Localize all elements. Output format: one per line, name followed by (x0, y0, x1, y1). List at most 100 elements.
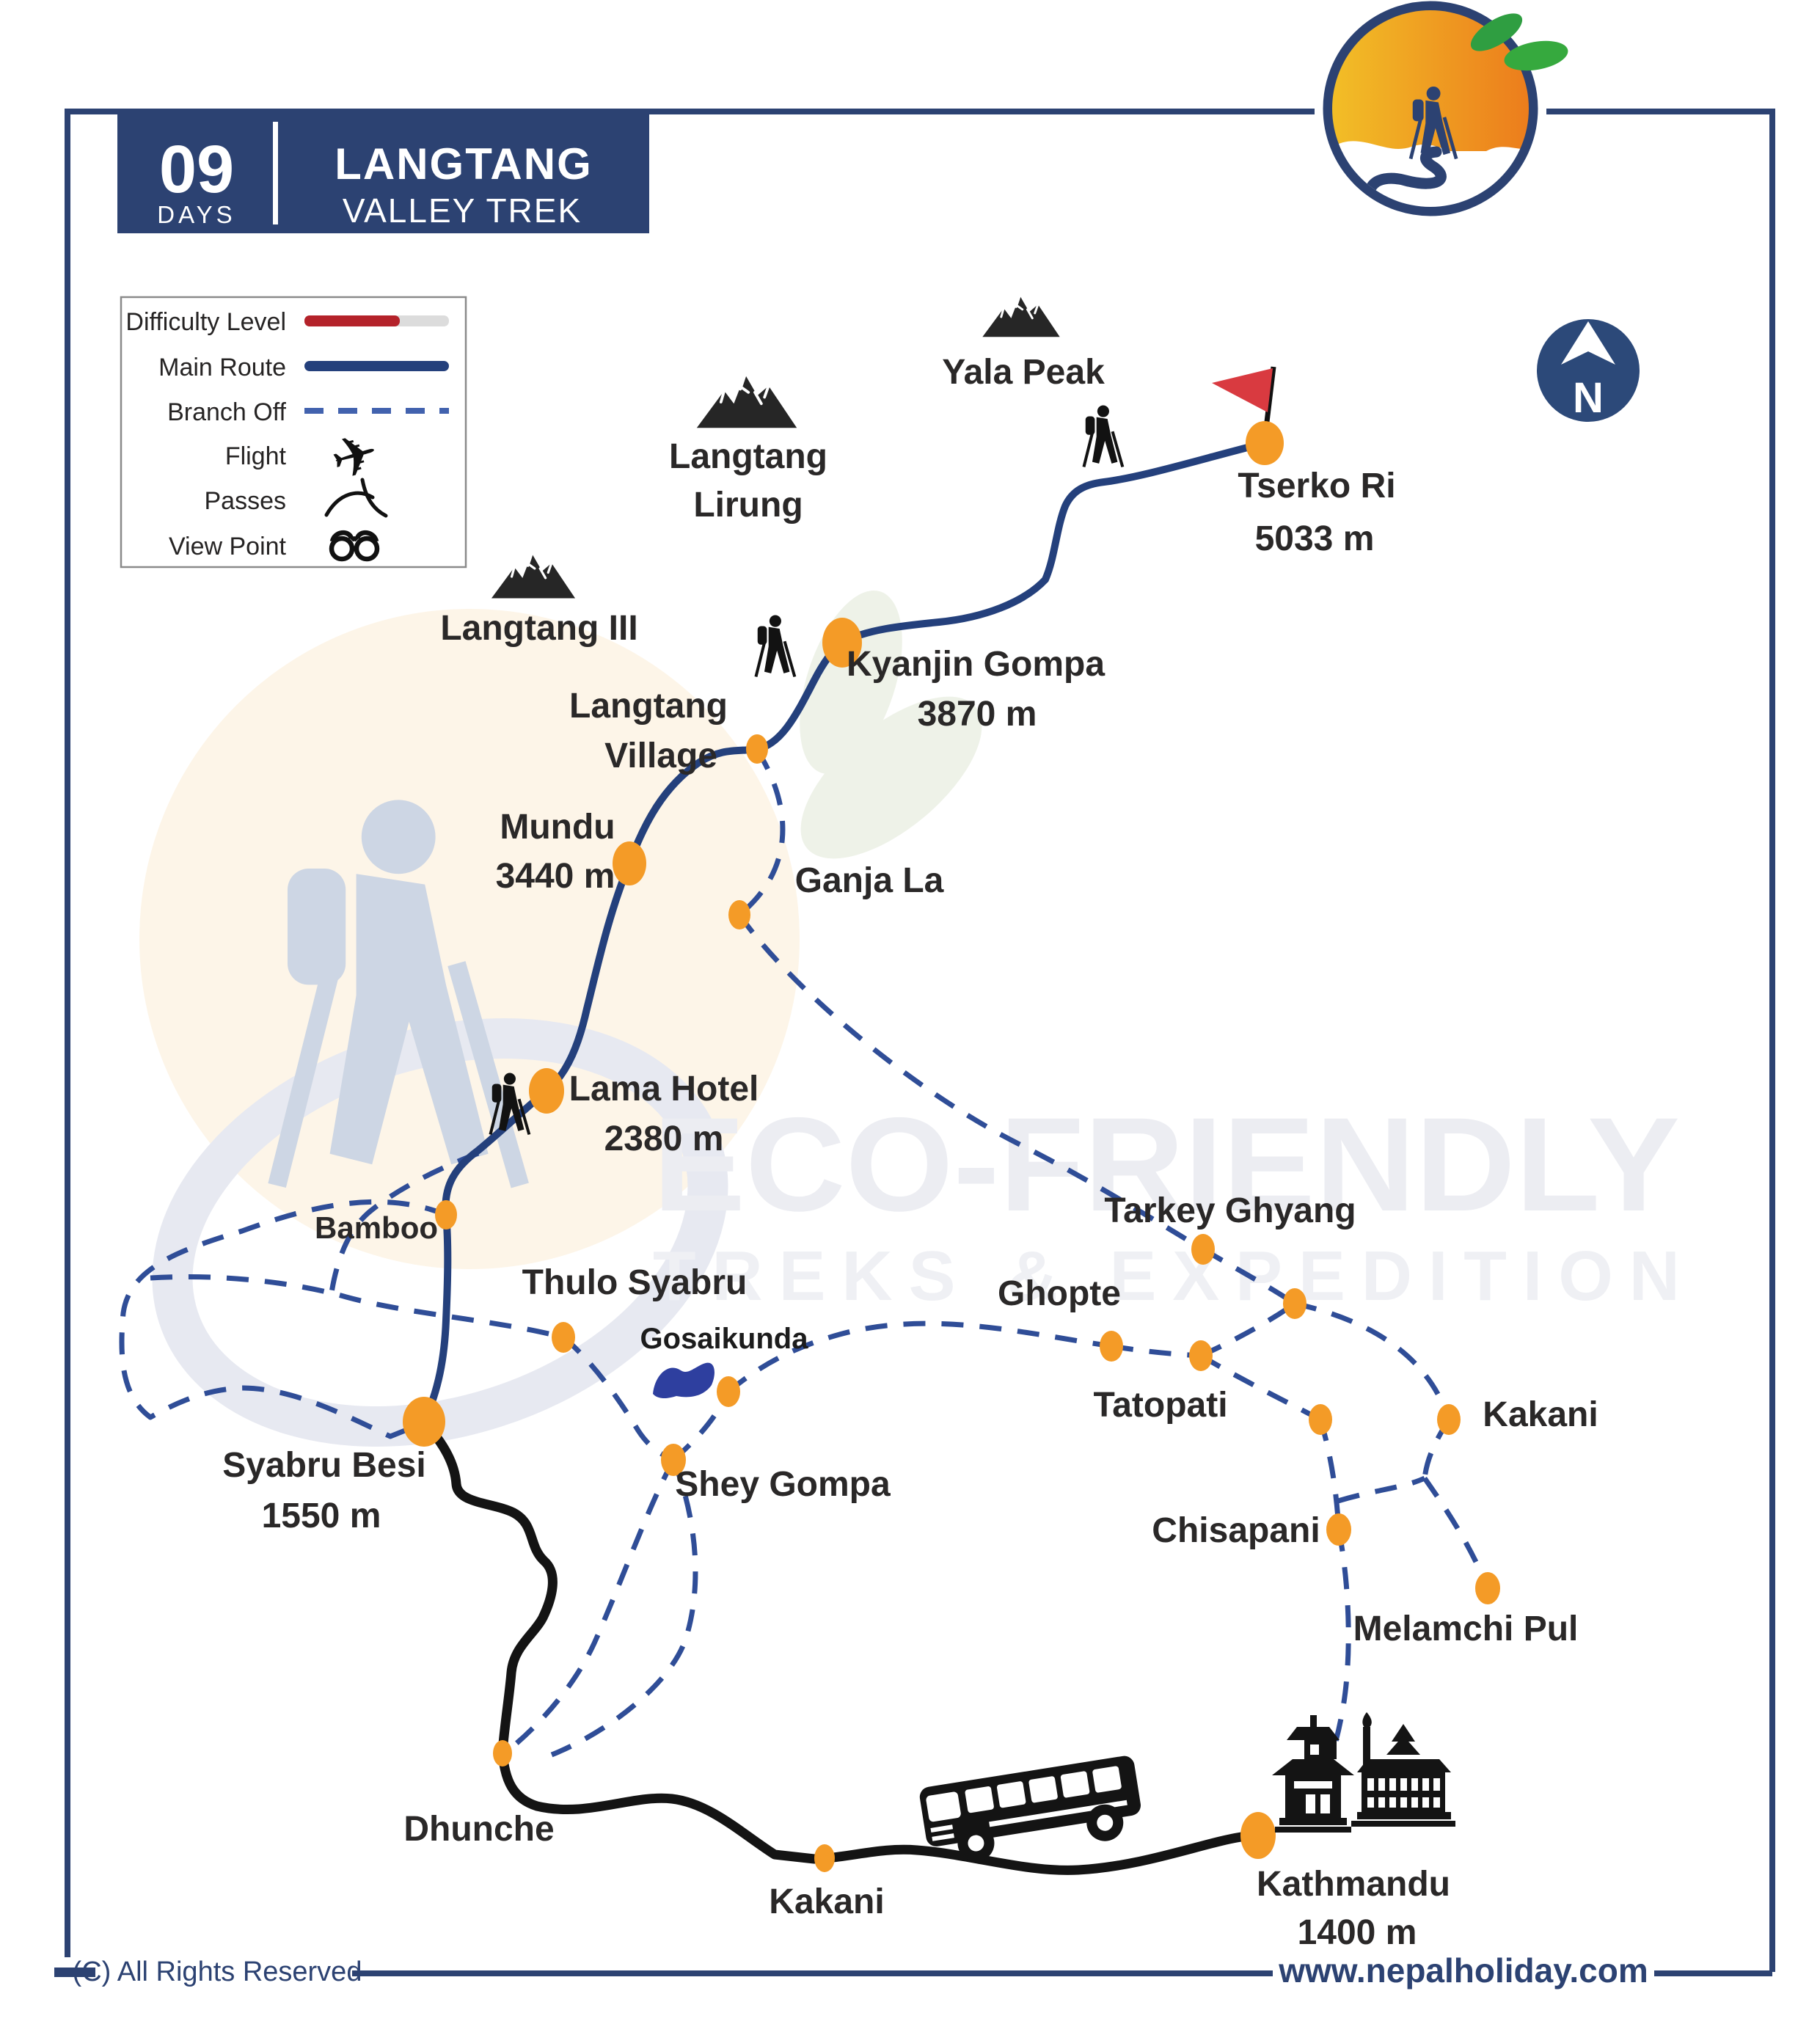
legend: Difficulty Level Main Route Branch Off F… (120, 296, 467, 569)
label-mundu: Mundu (500, 808, 615, 847)
mountain-peaks: Yala Peak Langtang Lirung Langtang III (440, 294, 1105, 648)
label-kathmandu-elev: 1400 m (1298, 1913, 1417, 1952)
legend-main-route-swatch (304, 361, 449, 371)
map-dot-bamboo (435, 1200, 457, 1230)
map-dot-kyanjin-gompa (822, 618, 862, 668)
hiker-icon (1083, 406, 1122, 467)
label-mundu-elev: 3440 m (496, 857, 615, 896)
days-value: 09 (159, 132, 234, 207)
legend-label-passes: Passes (205, 487, 287, 515)
watermark-layer: ECO-FRIENDLY TREKS & EXPEDITION (139, 590, 1680, 1447)
label-village-2: Village (604, 737, 717, 775)
branch-shey-dhunche-west (504, 1458, 676, 1754)
peak-label-lirung-2: Lirung (693, 486, 803, 525)
mountain-icon-yala (981, 294, 1061, 338)
map-dot-junction (1283, 1288, 1306, 1319)
website-link[interactable]: www.nepalholiday.com (1278, 1951, 1648, 1990)
map-dot-tatopati (1189, 1340, 1213, 1371)
label-tarkey-ghyang: Tarkey Ghyang (1104, 1191, 1356, 1230)
label-shey-gompa: Shey Gompa (675, 1465, 891, 1504)
bus-icon (919, 1756, 1141, 1862)
passes-icon (324, 478, 388, 518)
map-dot-syabru-besi (403, 1397, 445, 1447)
map-dot-thulo-syabru (552, 1322, 575, 1353)
map-dot-lama-hotel (529, 1068, 564, 1114)
label-kakani-south: Kakani (769, 1882, 884, 1921)
watermark-text-line1: ECO-FRIENDLY (653, 1089, 1680, 1239)
branch-junction-kakani (1294, 1301, 1452, 1421)
label-village-1: Langtang (569, 687, 728, 726)
branch-cross-link (1337, 1475, 1426, 1504)
days-label: DAYS (157, 201, 235, 228)
label-tserko-ri: Tserko Ri (1238, 467, 1395, 505)
label-syabru-besi: Syabru Besi (222, 1446, 425, 1485)
difficulty-bar-fill (304, 315, 400, 326)
label-ghopte: Ghopte (998, 1274, 1121, 1313)
map-dot-gosaikunda (717, 1376, 740, 1407)
label-kyanjin: Kyanjin Gompa (847, 645, 1105, 684)
hiker-icon (756, 615, 794, 677)
watermark-text-line2: TREKS & EXPEDITION (653, 1237, 1680, 1315)
binoculars-icon (329, 530, 380, 562)
branch-ghopte-tatopati (1111, 1343, 1202, 1359)
label-dhunche: Dhunche (403, 1810, 554, 1849)
watermark-leaf-icon (800, 696, 982, 859)
peak-label-langtang3: Langtang III (440, 609, 637, 648)
gosaikunda-lake (653, 1362, 715, 1399)
legend-label-view-point: View Point (169, 533, 287, 560)
north-arrow-icon (1561, 321, 1615, 365)
branch-west-loop (119, 1199, 447, 1439)
label-kyanjin-elev: 3870 m (918, 695, 1037, 734)
title-divider (273, 122, 278, 224)
main-route-line (420, 439, 1268, 1425)
branch-route-split (329, 1150, 480, 1293)
branch-mid-chisapani (1318, 1418, 1342, 1530)
branch-shey-dhunche-east (550, 1458, 698, 1758)
temple-icon (1272, 1712, 1455, 1833)
branch-village-ganjala (737, 748, 786, 917)
header: 09 DAYS LANGTANG VALLEY TREK (117, 112, 649, 233)
frame-corner-stub (54, 1968, 95, 1977)
compass-label: N (1573, 374, 1604, 422)
label-kakani-east: Kakani (1483, 1395, 1598, 1434)
branch-ganjala-tarkey (737, 913, 1205, 1252)
label-kathmandu: Kathmandu (1257, 1865, 1450, 1904)
page-title: LANGTANG (335, 139, 593, 189)
map-dot-mundu (613, 841, 646, 885)
map-dot-chisapani (1326, 1513, 1351, 1546)
map-dot-kathmandu (1240, 1812, 1276, 1859)
map-dot-shey-gompa (661, 1444, 686, 1476)
map-dot-mid-junction (1309, 1404, 1332, 1435)
label-tserko-elev: 5033 m (1255, 519, 1375, 558)
map-dot-ghopte (1100, 1331, 1123, 1362)
copyright-text: (C) All Rights Reserved (73, 1957, 362, 1987)
map-dot-kakani-east (1437, 1404, 1461, 1435)
legend-label-branch-off: Branch Off (167, 398, 286, 426)
peak-label-lirung-1: Langtang (669, 437, 827, 476)
title-box (117, 112, 649, 233)
footer: (C) All Rights Reserved www.nepalholiday… (73, 1951, 1648, 1990)
north-compass: N (1537, 319, 1640, 422)
waypoints (403, 421, 1500, 1872)
legend-label-main-route: Main Route (158, 354, 286, 381)
place-labels: Tserko Ri 5033 m Kyanjin Gompa 3870 m La… (222, 467, 1598, 1952)
label-syabru-elev: 1550 m (262, 1497, 381, 1535)
branch-lake-ghopte (726, 1320, 1112, 1394)
label-melamchi-pul: Melamchi Pul (1353, 1610, 1579, 1648)
peak-label-yala: Yala Peak (942, 353, 1105, 392)
company-logo (1323, 1, 1568, 216)
branch-loop-thulo (150, 1274, 564, 1340)
map-dot-tarkey-ghyang (1191, 1234, 1215, 1265)
branch-to-melamchi (1422, 1476, 1491, 1590)
map-dot-langtang-village (746, 734, 768, 764)
label-tatopati: Tatopati (1093, 1386, 1227, 1425)
page-frame (54, 109, 1775, 1977)
frame-left-top (65, 109, 1315, 1957)
compass-circle (1537, 319, 1640, 422)
map-dot-tserko-ri (1246, 421, 1284, 465)
label-ganja-la: Ganja La (795, 861, 944, 900)
legend-box (120, 296, 467, 569)
map-dot-ganja-la (728, 900, 750, 929)
label-lama-elev: 2380 m (604, 1119, 724, 1158)
